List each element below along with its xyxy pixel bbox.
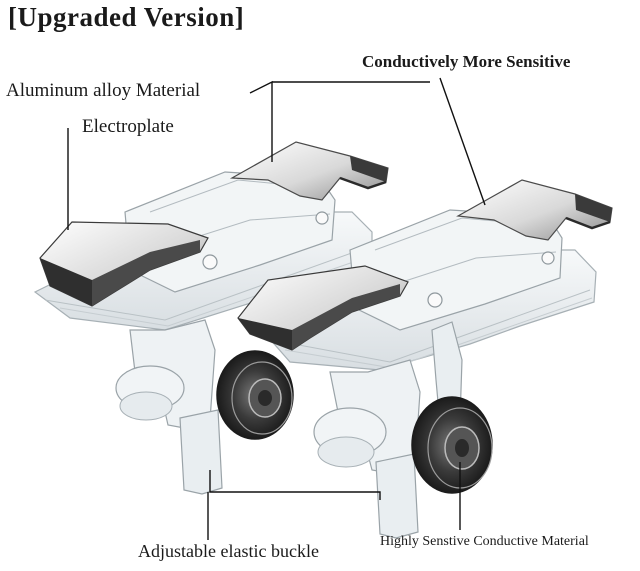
callout-conductive-right bbox=[439, 77, 486, 206]
callout-adjustable bbox=[209, 470, 381, 500]
left-conductive-roller bbox=[216, 350, 294, 440]
label-highly-sensitive: Highly Senstive Conductive Material bbox=[380, 534, 589, 549]
right-elastic-buckle bbox=[375, 453, 419, 539]
callout-aluminum bbox=[249, 80, 273, 162]
left-trigger bbox=[33, 141, 389, 495]
left-elastic-buckle bbox=[179, 409, 223, 495]
label-conductive: Conductively More Sensitive bbox=[362, 52, 571, 71]
label-adjustable: Adjustable elastic buckle bbox=[138, 541, 319, 561]
label-aluminum: Aluminum alloy Material bbox=[6, 80, 201, 101]
callout-lines bbox=[67, 77, 486, 540]
page-title: [Upgraded Version] bbox=[8, 2, 245, 32]
right-conductive-roller bbox=[411, 396, 493, 494]
right-trigger bbox=[237, 179, 613, 539]
label-electroplate: Electroplate bbox=[82, 116, 174, 137]
